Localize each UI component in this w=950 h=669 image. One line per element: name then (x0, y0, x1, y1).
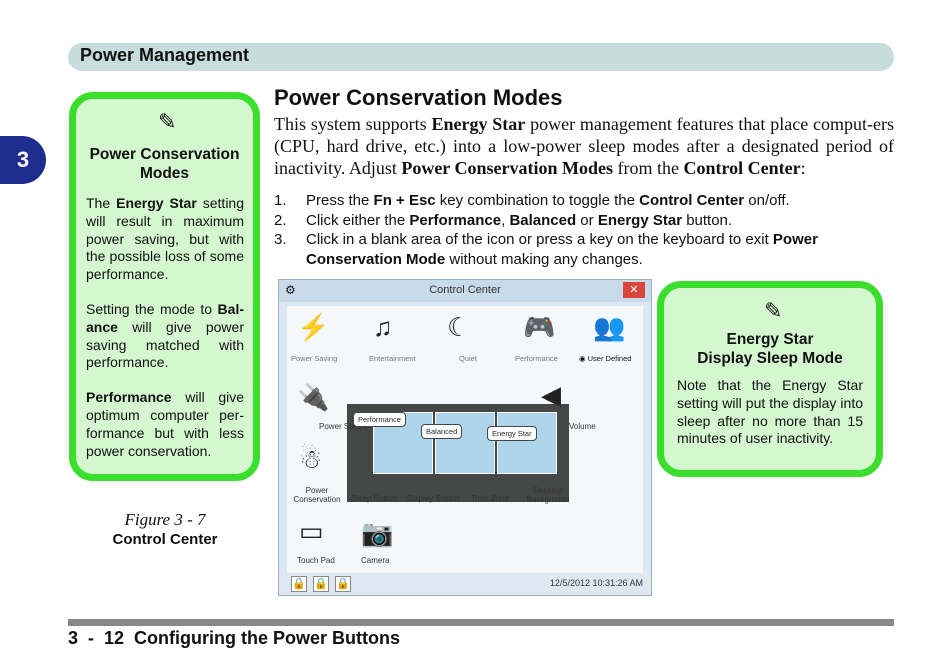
list-item: 2.Click either the Performance, Balanced… (274, 211, 733, 229)
mode-quiet[interactable]: Quiet (459, 354, 477, 363)
window-title: Control Center (429, 284, 501, 296)
display-switch-label: Display Switch (407, 494, 460, 503)
lock-icon[interactable]: 🔒 (313, 576, 329, 592)
section-title: Power Conservation Modes (274, 85, 563, 110)
control-center-body: ⚡ ♫ ☾ 🎮 👥 Power Saving Entertainment Qui… (287, 306, 643, 576)
header-bar (68, 43, 894, 71)
lock-icon[interactable]: 🔒 (291, 576, 307, 592)
app-icon: ⚙ (285, 283, 296, 297)
mode-performance[interactable]: Performance (515, 354, 558, 363)
user-defined-icon[interactable]: 👥 (593, 312, 626, 342)
datetime: 12/5/2012 10:31:26 AM (549, 578, 643, 588)
intro-paragraph: This system supports Energy Star power m… (274, 114, 894, 178)
energy-star-mode-button[interactable] (497, 412, 557, 474)
footer-text: 3 - 12 Configuring the Power Buttons (68, 628, 401, 648)
note-energy-star: ✎ Energy Star Display Sleep Mode Note th… (657, 281, 883, 477)
volume-label: Volume (569, 422, 596, 431)
list-item: 1.Press the Fn + Esc key combination to … (274, 192, 790, 209)
touch-pad-icon[interactable]: ▭ (299, 516, 324, 546)
performance-icon[interactable]: 🎮 (523, 312, 556, 342)
window-titlebar: ⚙ Control Center ✕ (279, 280, 651, 302)
note-body: Note that the Energy Star setting will p… (677, 377, 863, 447)
list-item: 3.Click in a blank area of the icon or p… (274, 231, 818, 268)
footer-bar (68, 619, 894, 626)
power-saving-icon[interactable]: ⚡ (297, 312, 330, 342)
plug-icon[interactable]: 🔌 (297, 382, 330, 412)
power-conservation-label: Power Conservation (293, 486, 341, 504)
lock-icon[interactable]: 🔒 (335, 576, 351, 592)
mode-user-defined[interactable]: ◉ User Defined (579, 354, 632, 363)
pencil-icon: ✎ (764, 298, 783, 323)
sleep-button-label: Sleep Button (351, 494, 397, 503)
mode-power-saving[interactable]: Power Saving (291, 354, 338, 363)
note-title-line2: Display Sleep Mode (697, 350, 843, 367)
power-mode-popup: Performance Balanced Energy Star (347, 404, 569, 502)
figure-name: Control Center (112, 531, 218, 548)
power-status-label: Power Status (319, 422, 367, 431)
note-title-line1: Power Conservation (89, 146, 240, 163)
note-title-line1: Energy Star (726, 331, 814, 348)
touch-pad-label: Touch Pad (297, 556, 335, 565)
balanced-bubble: Balanced (421, 424, 463, 439)
close-button[interactable]: ✕ (623, 282, 645, 298)
speaker-icon[interactable]: ◀ (541, 380, 561, 410)
control-center-window: ⚙ Control Center ✕ ⚡ ♫ ☾ 🎮 👥 Power Savin… (278, 279, 652, 596)
camera-label: Camera (361, 556, 390, 565)
steps-list: 1.Press the Fn + Esc key combination to … (274, 191, 884, 269)
energy-star-bubble: Energy Star (487, 426, 537, 441)
mode-entertainment[interactable]: Entertainment (369, 354, 416, 363)
time-zone-label: Time Zone (471, 494, 509, 503)
page-header-title: Power Management (80, 45, 250, 65)
note-title-line2: Modes (139, 165, 190, 182)
figure-caption: Figure 3 - 7 (124, 510, 206, 529)
note-body: The Energy Star setting will result in m… (86, 195, 245, 459)
entertainment-icon[interactable]: ♫ (373, 312, 393, 342)
power-conservation-icon[interactable]: ☃ (299, 444, 323, 474)
chapter-tab: 3 (0, 136, 46, 184)
desktop-background-label: Desktop Background (526, 486, 570, 504)
note-power-conservation: ✎ Power Conservation Modes The Energy St… (69, 92, 260, 481)
balanced-mode-button[interactable] (435, 412, 495, 474)
status-bar: 🔒 🔒 🔒 12/5/2012 10:31:26 AM (279, 573, 651, 595)
pencil-icon: ✎ (158, 109, 177, 134)
camera-icon[interactable]: 📷 (361, 518, 394, 548)
performance-bubble: Performance (353, 412, 406, 427)
quiet-icon[interactable]: ☾ (447, 312, 471, 342)
